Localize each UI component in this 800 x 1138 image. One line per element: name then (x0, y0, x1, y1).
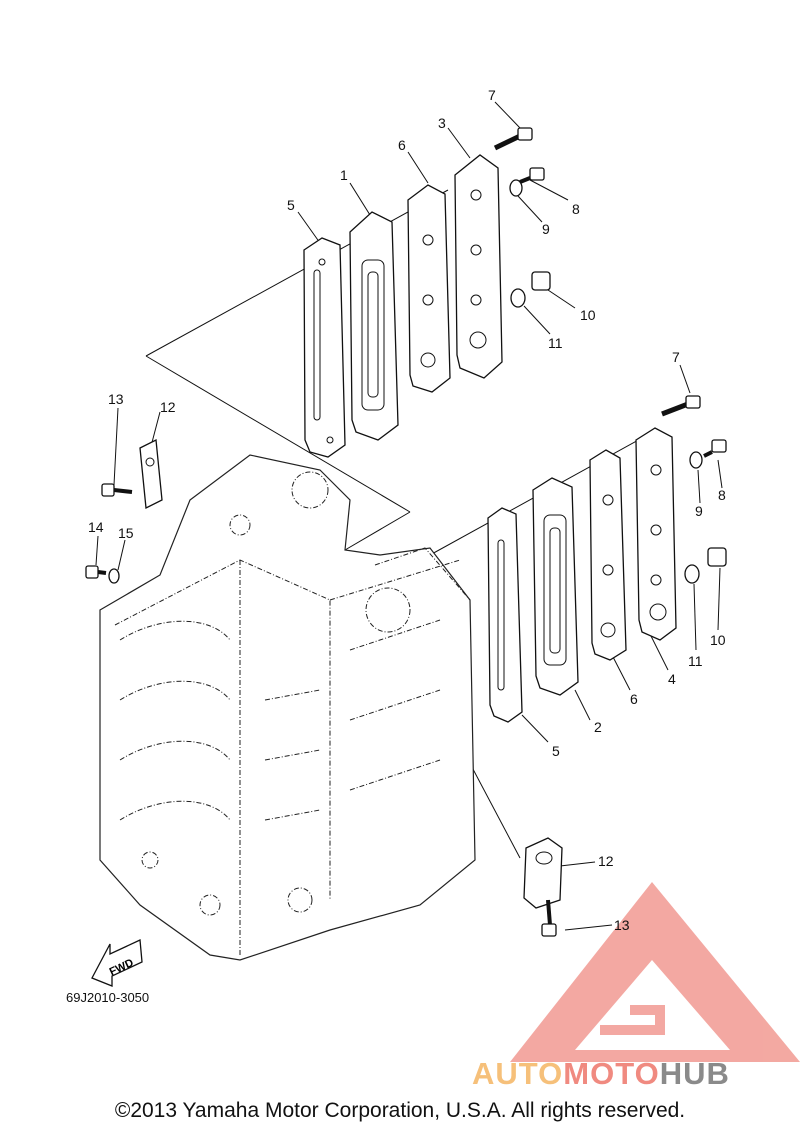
callout-11-lower: 11 (688, 653, 703, 669)
gasket-5-upper (303, 237, 346, 458)
brand-hub: HUB (659, 1056, 730, 1091)
fwd-arrow: FWD (91, 939, 143, 987)
callout-14: 14 (88, 519, 104, 535)
copyright-notice: ©2013 Yamaha Motor Corporation, U.S.A. A… (114, 1099, 686, 1122)
callout-3: 3 (438, 115, 446, 131)
bolt-7-lower (661, 395, 701, 417)
cylinder-block (99, 454, 476, 961)
callout-7-upper: 7 (488, 87, 496, 103)
callout-8-upper: 8 (572, 201, 580, 217)
callout-1: 1 (340, 167, 348, 183)
bolt-14 (85, 565, 107, 579)
callout-10-lower: 10 (710, 632, 726, 648)
bracket-12-lower (523, 837, 563, 909)
callout-labels: 7 3 6 1 5 8 9 10 11 7 8 9 10 11 4 6 2 5 … (88, 87, 726, 933)
callout-5-upper: 5 (287, 197, 295, 213)
bolt-8-lower (703, 439, 727, 458)
gasket-5-lower (487, 507, 523, 723)
callout-13-upper: 13 (108, 391, 124, 407)
diagram-code: 69J2010-3050 (66, 990, 150, 1005)
bolt-13-lower (541, 899, 557, 937)
callout-13-lower: 13 (614, 917, 630, 933)
washer-11-lower (684, 564, 700, 584)
callout-9-lower: 9 (695, 503, 703, 519)
callout-10-upper: 10 (580, 307, 596, 323)
callout-9-upper: 9 (542, 221, 550, 237)
cover-4 (635, 427, 677, 641)
washer-15 (108, 568, 120, 584)
brand-auto: AUTO (472, 1056, 564, 1091)
callout-2: 2 (594, 719, 602, 735)
watermark-logo (510, 882, 800, 1062)
callout-5-lower: 5 (552, 743, 560, 759)
gasket-6-lower (589, 449, 627, 661)
callout-8-lower: 8 (718, 487, 726, 503)
callout-4: 4 (668, 671, 676, 687)
callout-12-upper: 12 (160, 399, 176, 415)
callout-15: 15 (118, 525, 134, 541)
gasket-6-upper (407, 184, 451, 393)
bolt-8-upper (519, 167, 545, 184)
callout-11-upper: 11 (548, 335, 563, 351)
bracket-12-upper (139, 438, 163, 510)
plug-10-upper (531, 271, 551, 291)
cover-2 (532, 477, 579, 696)
washer-9-lower (689, 451, 703, 469)
watermark-g-shape (600, 1005, 665, 1035)
callout-6-lower: 6 (630, 691, 638, 707)
cover-3 (454, 154, 503, 379)
bolt-13-upper (101, 483, 133, 497)
callout-12-lower: 12 (598, 853, 614, 869)
cover-1 (349, 211, 399, 441)
callout-6-upper: 6 (398, 137, 406, 153)
watermark-brand: AUTOMOTOHUB (472, 1056, 730, 1092)
brand-moto: MOTO (563, 1056, 660, 1091)
washer-9-upper (509, 179, 523, 197)
plug-10-lower (707, 547, 727, 567)
leader-lines (95, 101, 723, 931)
washer-11-upper (510, 288, 526, 308)
callout-7-lower: 7 (672, 349, 680, 365)
bolt-7-upper (493, 127, 533, 151)
